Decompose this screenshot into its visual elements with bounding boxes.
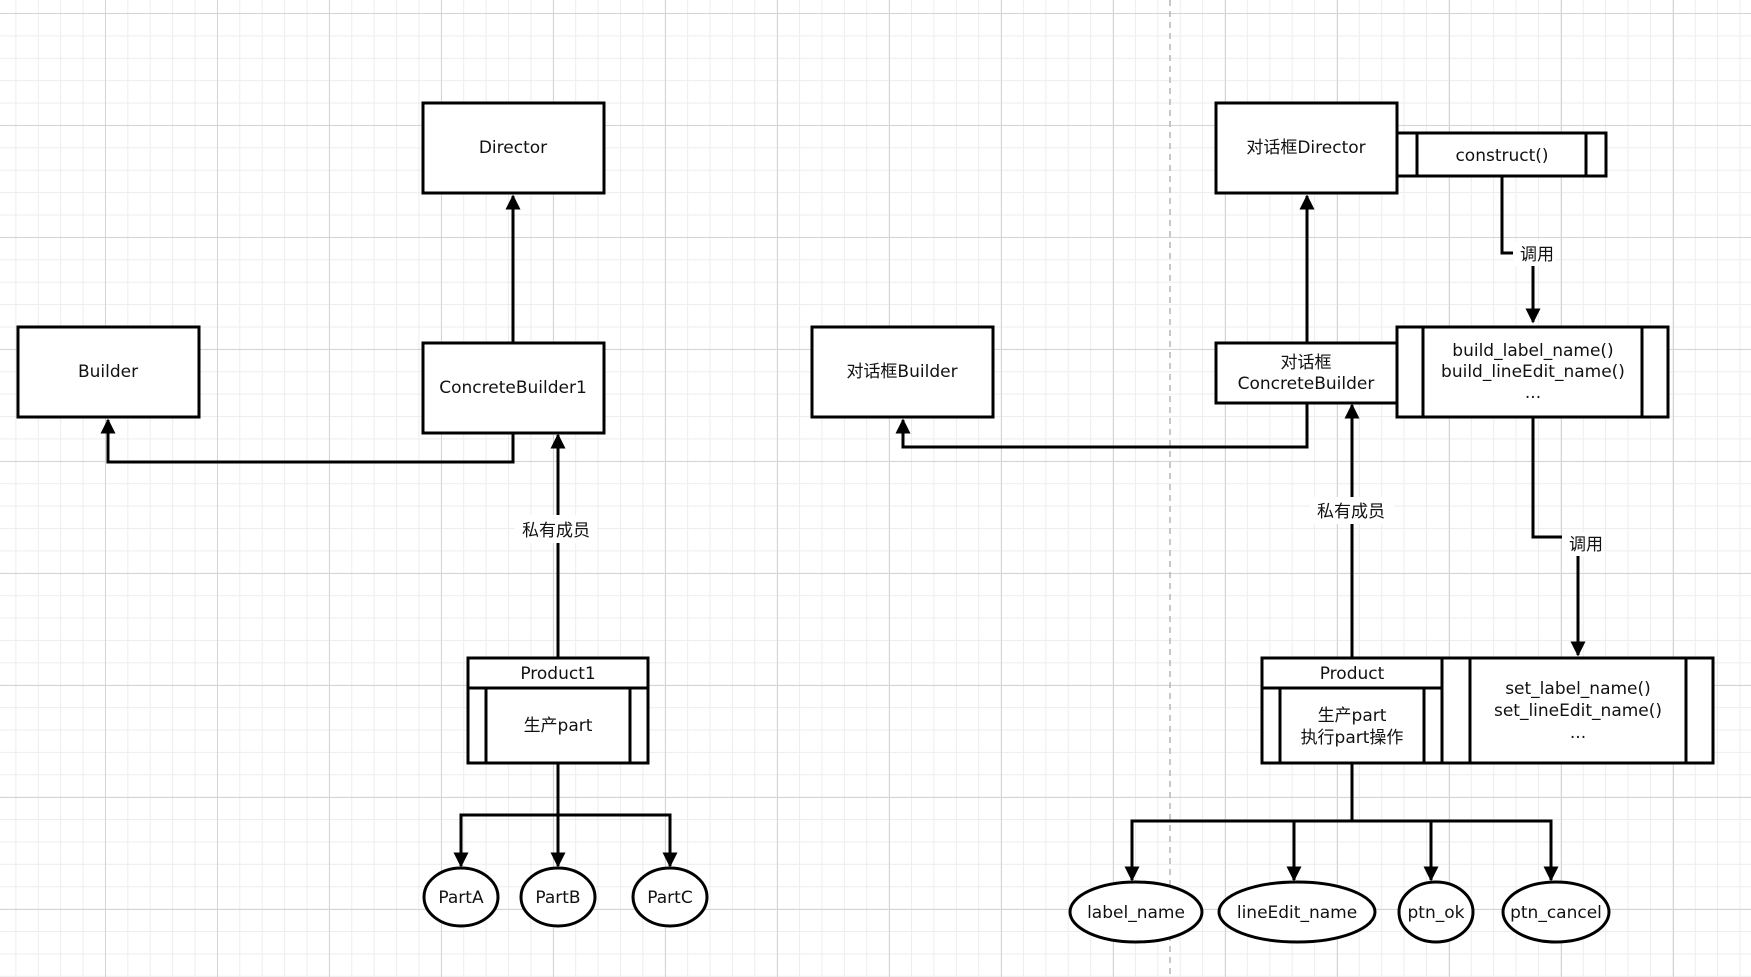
edge-product-to-ptn-ok [1352,819,1439,882]
part-a-node: PartA [422,866,500,928]
label-name-node: label_name [1068,880,1204,944]
svg-text:ptn_cancel: ptn_cancel [1510,903,1602,923]
svg-text:...: ... [1570,723,1586,743]
edge-build-methods-to-set-methods [1531,417,1586,657]
svg-text:ConcreteBuilder1: ConcreteBuilder1 [439,378,587,398]
ptn-cancel-node: ptn_cancel [1501,880,1611,944]
edge-product-to-label-name [1124,763,1354,882]
dialog-director-box: 对话框Director [1214,101,1399,195]
edge-product-to-ptn-cancel [1431,819,1559,882]
ptn-ok-node: ptn_ok [1397,880,1475,944]
part-b-node: PartB [519,866,597,928]
private-member-label: 私有成员 [522,521,590,541]
svg-text:lineEdit_name: lineEdit_name [1237,903,1357,923]
svg-text:对话框Director: 对话框Director [1246,138,1365,158]
set-methods-box: set_label_name() set_lineEdit_name() ... [1440,656,1715,765]
svg-text:...: ... [1525,383,1541,403]
edge-concretebuilder-to-builder [100,418,515,464]
svg-text:PartC: PartC [647,888,692,908]
svg-text:set_lineEdit_name(): set_lineEdit_name() [1494,701,1662,721]
edge-product-to-parta [453,763,560,868]
construct-method-box: construct() [1395,131,1608,178]
edge-dialog-concretebuilder-to-builder [895,403,1309,449]
concrete-builder-box: ConcreteBuilder1 [421,341,606,435]
svg-text:对话框Builder: 对话框Builder [846,362,957,382]
builder-box: Builder [16,325,201,419]
svg-text:construct(): construct() [1455,146,1548,166]
product-body: 生产part [524,716,593,736]
svg-text:Director: Director [479,138,547,158]
dialog-product-title: Product [1320,664,1385,684]
dialog-product-box: Product 生产part 执行part操作 [1260,656,1444,765]
product-title: Product1 [520,664,595,684]
product-box: Product1 生产part [466,656,650,765]
director-box: Director [421,101,606,195]
lineedit-name-node: lineEdit_name [1217,880,1377,944]
svg-text:PartA: PartA [438,888,484,908]
edge-product-to-partc [558,813,678,868]
dialog-private-member-label: 私有成员 [1317,502,1385,522]
svg-text:ptn_ok: ptn_ok [1408,903,1465,923]
dialog-concrete-builder-box: 对话框 ConcreteBuilder [1214,341,1399,405]
svg-text:对话框: 对话框 [1281,353,1332,373]
svg-text:PartB: PartB [535,888,580,908]
call-label-1: 调用 [1520,245,1554,265]
call-label-2: 调用 [1569,535,1603,555]
build-methods-box: build_label_name() build_lineEdit_name()… [1395,325,1670,419]
svg-text:生产part: 生产part [1318,706,1387,726]
svg-text:set_label_name(): set_label_name() [1505,679,1651,699]
svg-text:Builder: Builder [78,362,138,382]
svg-text:build_label_name(): build_label_name() [1452,341,1613,361]
svg-text:执行part操作: 执行part操作 [1301,728,1404,748]
dialog-builder-box: 对话框Builder [810,325,995,419]
svg-text:label_name: label_name [1087,903,1185,923]
part-c-node: PartC [631,866,709,928]
svg-text:build_lineEdit_name(): build_lineEdit_name() [1441,362,1625,382]
svg-text:ConcreteBuilder: ConcreteBuilder [1238,374,1375,394]
